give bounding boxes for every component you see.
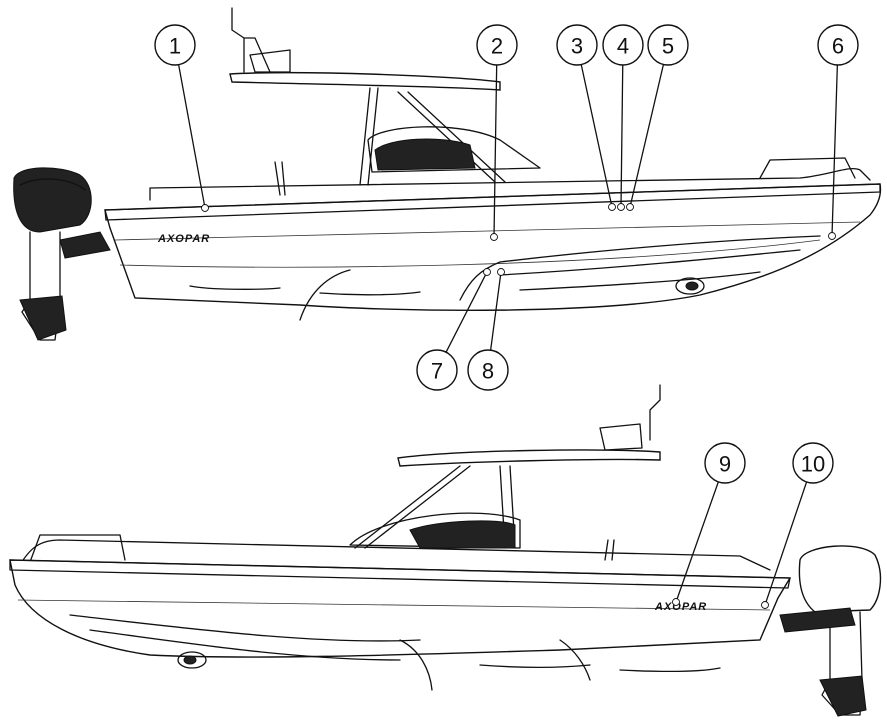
- callout-circle: [704, 442, 746, 484]
- callout-number: 9: [719, 452, 731, 477]
- callout-3: 3: [556, 24, 616, 211]
- brand-logo: AXOPAR: [157, 233, 210, 245]
- callout-8: 8: [467, 268, 509, 391]
- boat-top-view-port: AXOPAR: [13, 7, 882, 341]
- leader-line: [831, 64, 839, 233]
- callout-circle: [154, 24, 196, 66]
- callout-circle: [817, 24, 859, 66]
- callout-5: 5: [626, 24, 689, 211]
- callout-number: 10: [801, 452, 825, 477]
- callout-circle: [467, 349, 509, 391]
- callout-number: 3: [571, 34, 583, 59]
- callout-number: 4: [617, 34, 629, 59]
- leader-line: [580, 63, 612, 204]
- leader-line: [630, 63, 665, 204]
- callout-circle: [476, 24, 518, 66]
- leader-line: [765, 481, 808, 602]
- callout-6: 6: [817, 24, 859, 240]
- leader-line: [493, 64, 498, 234]
- callout-4: 4: [602, 24, 644, 211]
- boat-bottom-view-starboard: AXOPAR: [9, 384, 882, 717]
- callout-circle: [792, 442, 834, 484]
- callout-2: 2: [476, 24, 518, 241]
- callout-point: [828, 232, 836, 240]
- callout-point: [201, 204, 209, 212]
- callout-circle: [416, 349, 458, 391]
- callout-number: 8: [482, 359, 494, 384]
- callout-point: [490, 233, 498, 241]
- callout-number: 1: [169, 34, 181, 59]
- callout-10: 10: [761, 442, 834, 609]
- callout-point: [497, 268, 505, 276]
- brand-logo: AXOPAR: [654, 601, 707, 613]
- leader-line: [489, 275, 502, 351]
- callout-circle: [556, 24, 598, 66]
- leader-line: [676, 481, 720, 599]
- callout-point: [672, 598, 680, 606]
- callout-circle: [647, 24, 689, 66]
- outboard-engine: [779, 545, 882, 717]
- hull-bottom: [9, 559, 792, 658]
- callouts: 1 2 3 4 5 6 7 8 9 10: [154, 24, 859, 609]
- callout-number: 5: [662, 34, 674, 59]
- callout-9: 9: [672, 442, 746, 606]
- callout-point: [626, 203, 634, 211]
- callout-point: [761, 601, 769, 609]
- hull-top: [104, 183, 882, 312]
- callout-number: 6: [832, 34, 844, 59]
- callout-point: [608, 203, 616, 211]
- callout-7: 7: [416, 268, 491, 391]
- callout-number: 7: [431, 359, 443, 384]
- callout-point: [617, 203, 625, 211]
- outboard-engine: [13, 167, 111, 341]
- t-top: [229, 7, 541, 186]
- callout-1: 1: [154, 24, 209, 212]
- leader-line: [177, 64, 205, 205]
- callout-point: [483, 268, 491, 276]
- leader-line: [445, 274, 486, 353]
- callout-circle: [602, 24, 644, 66]
- callout-number: 2: [491, 34, 503, 59]
- leader-line: [620, 64, 624, 204]
- t-top: [349, 384, 661, 549]
